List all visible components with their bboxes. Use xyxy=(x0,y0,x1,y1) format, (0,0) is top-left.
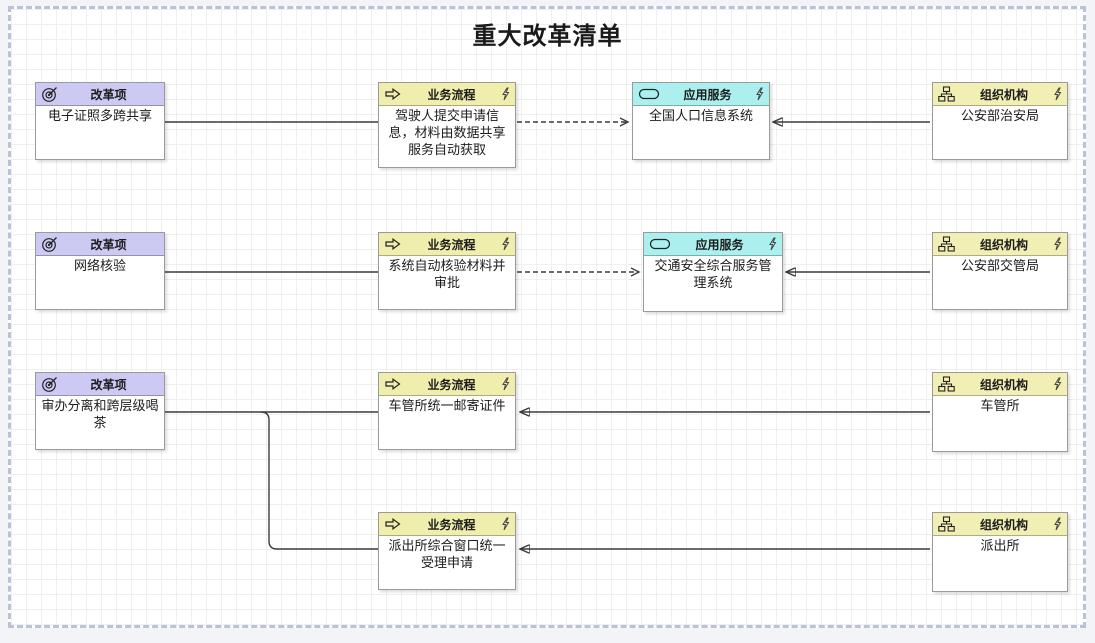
goal-icon xyxy=(41,376,58,393)
diagram-title: 重大改革清单 xyxy=(472,22,623,50)
organization-icon xyxy=(938,86,955,102)
node-name: 派出所综合窗口统一受理申请 xyxy=(388,539,506,571)
lightning-badge-icon xyxy=(1053,87,1062,101)
node-header: 组织机构 xyxy=(933,373,1067,396)
node-header: 业务流程 xyxy=(379,233,515,256)
node-type-label: 业务流程 xyxy=(427,87,476,102)
node-header: 组织机构 xyxy=(933,83,1067,106)
node-header: 组织机构 xyxy=(933,513,1067,536)
organization-icon xyxy=(938,376,955,392)
node-header: 业务流程 xyxy=(379,513,515,536)
node-name: 公安部交管局 xyxy=(960,259,1039,274)
lightning-badge-icon xyxy=(501,377,510,391)
process-arrow-icon xyxy=(384,377,402,391)
process-arrow-icon xyxy=(384,517,402,531)
lightning-badge-icon xyxy=(501,517,510,531)
diagram-page xyxy=(8,6,1086,628)
node-organization-4[interactable]: 组织机构 派出所 xyxy=(932,512,1068,592)
node-organization-2[interactable]: 组织机构 公安部交管局 xyxy=(932,232,1068,310)
node-type-label: 组织机构 xyxy=(979,237,1028,252)
node-application-service-1[interactable]: 应用服务 全国人口信息系统 xyxy=(632,82,770,160)
application-service-icon xyxy=(649,238,671,250)
node-name: 系统自动核验材料并审批 xyxy=(388,259,506,291)
goal-icon xyxy=(41,86,58,103)
node-name: 驾驶人提交申请信息，材料由数据共享服务自动获取 xyxy=(388,109,506,158)
node-header: 应用服务 xyxy=(633,83,769,106)
node-business-process-4[interactable]: 业务流程 派出所综合窗口统一受理申请 xyxy=(378,512,516,590)
lightning-badge-icon xyxy=(1053,237,1062,251)
node-type-label: 业务流程 xyxy=(427,377,476,392)
node-type-label: 应用服务 xyxy=(683,87,732,102)
lightning-badge-icon xyxy=(501,87,510,101)
node-header: 业务流程 xyxy=(379,373,515,396)
node-organization-1[interactable]: 组织机构 公安部治安局 xyxy=(932,82,1068,160)
node-type-label: 改革项 xyxy=(90,87,127,102)
node-type-label: 组织机构 xyxy=(979,87,1028,102)
node-type-label: 改革项 xyxy=(90,377,127,392)
node-header: 应用服务 xyxy=(644,233,782,256)
process-arrow-icon xyxy=(384,237,402,251)
node-reform-item-1[interactable]: 改革项 电子证照多跨共享 xyxy=(35,82,165,160)
node-header: 改革项 xyxy=(36,83,164,106)
node-reform-item-3[interactable]: 改革项 审办分离和跨层级喝茶 xyxy=(35,372,165,450)
node-type-label: 应用服务 xyxy=(695,237,744,252)
organization-icon xyxy=(938,236,955,252)
node-type-label: 组织机构 xyxy=(979,377,1028,392)
node-type-label: 业务流程 xyxy=(427,237,476,252)
lightning-badge-icon xyxy=(768,237,777,251)
goal-icon xyxy=(41,236,58,253)
node-business-process-2[interactable]: 业务流程 系统自动核验材料并审批 xyxy=(378,232,516,310)
node-header: 改革项 xyxy=(36,373,164,396)
node-name: 车管所 xyxy=(980,399,1020,414)
node-business-process-3[interactable]: 业务流程 车管所统一邮寄证件 xyxy=(378,372,516,450)
node-type-label: 改革项 xyxy=(90,237,127,252)
node-name: 全国人口信息系统 xyxy=(648,109,753,124)
lightning-badge-icon xyxy=(1053,377,1062,391)
node-application-service-2[interactable]: 应用服务 交通安全综合服务管理系统 xyxy=(643,232,783,312)
node-type-label: 业务流程 xyxy=(427,517,476,532)
node-name: 交通安全综合服务管理系统 xyxy=(654,259,772,291)
node-business-process-1[interactable]: 业务流程 驾驶人提交申请信息，材料由数据共享服务自动获取 xyxy=(378,82,516,168)
lightning-badge-icon xyxy=(755,87,764,101)
node-reform-item-2[interactable]: 改革项 网络核验 xyxy=(35,232,165,310)
node-type-label: 组织机构 xyxy=(979,517,1028,532)
node-name: 车管所统一邮寄证件 xyxy=(388,399,506,414)
process-arrow-icon xyxy=(384,87,402,101)
node-name: 审办分离和跨层级喝茶 xyxy=(41,399,159,431)
node-organization-3[interactable]: 组织机构 车管所 xyxy=(932,372,1068,452)
node-header: 组织机构 xyxy=(933,233,1067,256)
node-name: 电子证照多跨共享 xyxy=(47,109,152,124)
node-name: 派出所 xyxy=(980,539,1020,554)
node-header: 业务流程 xyxy=(379,83,515,106)
node-header: 改革项 xyxy=(36,233,164,256)
node-name: 公安部治安局 xyxy=(960,109,1039,124)
connector-reform3-process4[interactable] xyxy=(260,411,378,550)
lightning-badge-icon xyxy=(501,237,510,251)
lightning-badge-icon xyxy=(1053,517,1062,531)
node-name: 网络核验 xyxy=(73,259,126,274)
application-service-icon xyxy=(638,88,660,100)
organization-icon xyxy=(938,516,955,532)
